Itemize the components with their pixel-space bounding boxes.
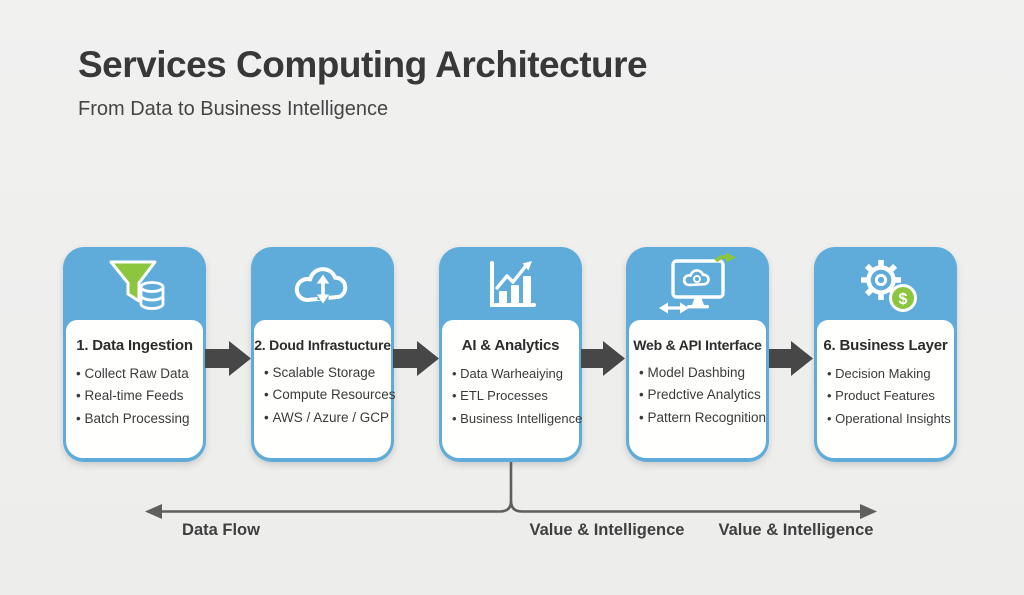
step-connector-arrow [205,341,251,376]
step-card-ai-analytics: AI & Analytics Data Warheaiying ETL Proc… [439,247,582,462]
step-connector-arrow [769,341,813,376]
bar-chart-trend-icon [489,260,536,307]
step-icon-wrap [63,247,206,320]
monitor-cloud-api-icon [658,252,736,313]
step-bullet-list: Data Warheaiying ETL Processes Business … [442,363,582,430]
step-title: Web & API Interface [633,337,762,353]
step-icon-wrap [439,247,582,320]
data-flow-line [158,462,513,513]
step-bullet-list: Decision Making Product Features Operati… [817,363,954,430]
step-bullet: Collect Raw Data [76,363,203,385]
step-bullet: Compute Resources [264,384,395,406]
page-header: Services Computing Architecture From Dat… [78,44,648,121]
flow-label-data-flow: Data Flow [182,521,260,539]
step-bullet: Real-time Feeds [76,385,203,407]
value-flow-line [509,500,864,513]
flow-arrowhead-left [145,504,162,519]
step-icon-wrap [251,247,394,320]
step-body: 2. Doud Infrastucture Scalable Storage C… [254,320,396,458]
step-bullet: Scalable Storage [264,362,391,384]
page-subtitle: From Data to Business Intelligence [78,98,389,120]
page-title: Services Computing Architecture [78,44,648,85]
flow-label-value-intelligence-2: Value & Intelligence [718,521,874,539]
step-card-cloud-infrastructure: 2. Doud Infrastucture Scalable Storage C… [251,247,396,462]
step-bullet: Decision Making [827,363,954,385]
step-bullet: ETL Processes [452,385,579,407]
step-body: 1. Data Ingestion Collect Raw Data Real-… [66,320,203,458]
flow-label-value-intelligence-1: Value & Intelligence [529,521,685,539]
step-bullet: Batch Processing [76,408,203,430]
step-bullet-list: Collect Raw Data Real-time Feeds Batch P… [66,363,203,430]
step-body: Web & API Interface Model Dashbing Predc… [629,320,766,458]
step-connector-arrow [393,341,439,376]
dollar-glyph: $ [898,291,907,308]
step-bullet: Pattern Recognition [639,407,766,429]
step-body: 6. Business Layer Decision Making Produc… [817,320,954,458]
step-card-data-ingestion: 1. Data Ingestion Collect Raw Data Real-… [63,247,206,462]
step-connector-arrow [581,341,625,376]
step-bullet-list: Scalable Storage Compute Resources AWS /… [254,362,395,429]
step-title: 1. Data Ingestion [76,337,193,354]
step-bullet: Product Features [827,385,954,407]
step-card-web-api-interface: Web & API Interface Model Dashbing Predc… [626,247,769,462]
step-icon-wrap: $ [814,247,957,320]
step-bullet-list: Model Dashbing Predctive Analytics Patte… [629,362,766,429]
step-title: 2. Doud Infrastucture [254,337,391,353]
step-bullet: Data Warheaiying [452,363,579,385]
step-bullet: Predctive Analytics [639,384,766,406]
flow-arrowhead-right [860,504,877,519]
step-title: 6. Business Layer [823,337,948,354]
step-icon-wrap [626,247,769,320]
step-title: AI & Analytics [461,337,560,354]
step-bullet: AWS / Azure / GCP [264,407,391,429]
step-bullet: Operational Insights [827,408,954,430]
step-body: AI & Analytics Data Warheaiying ETL Proc… [442,320,582,458]
step-bullet: Model Dashbing [639,362,766,384]
funnel-database-icon [109,260,164,310]
step-bullet: Business Intelligence [452,408,582,430]
gear-dollar-icon: $ [860,259,917,312]
step-card-business-layer: $ 6. Business Layer Decision Making Prod… [814,247,957,462]
cloud-sync-icon [294,266,347,303]
